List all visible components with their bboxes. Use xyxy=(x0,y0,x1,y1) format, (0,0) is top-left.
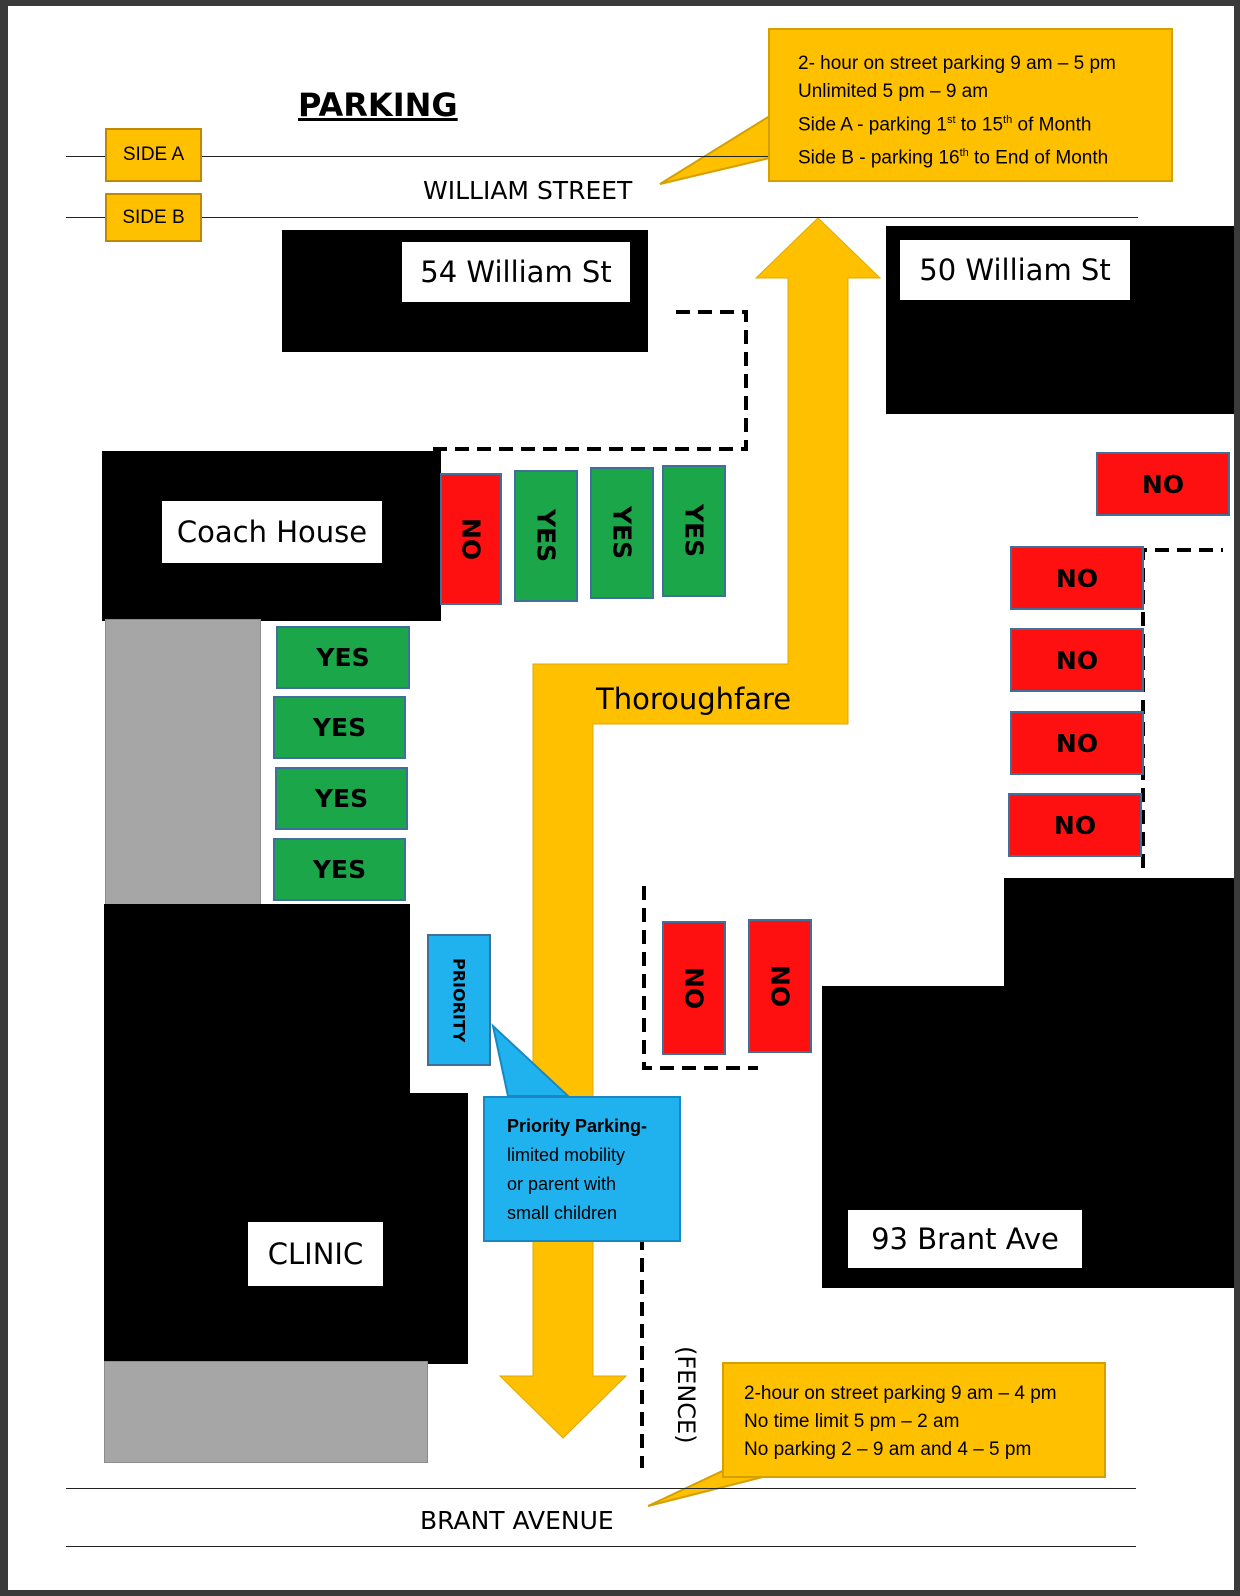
priority-note-line: small children xyxy=(507,1203,618,1223)
building-54-label: 54 William St xyxy=(402,242,630,302)
brant-note-line-3: No parking 2 – 9 am and 4 – 5 pm xyxy=(744,1439,1032,1460)
brant-note-line-1: 2-hour on street parking 9 am – 4 pm xyxy=(744,1383,1057,1404)
priority-note-line: limited mobility xyxy=(507,1145,626,1165)
parking-spot-no: NO xyxy=(748,919,812,1053)
priority-note-line: or parent with xyxy=(507,1174,617,1194)
william-street-line-top xyxy=(66,156,786,157)
building-50-label: 50 William St xyxy=(900,240,1130,300)
building-93-label: 93 Brant Ave xyxy=(848,1210,1082,1268)
william-note-line-4: Side B - parking 16th to End of Month xyxy=(798,147,1109,169)
brant-avenue-line-bottom xyxy=(66,1546,1136,1547)
priority-parking-note: Priority Parking- limited mobility or pa… xyxy=(483,1096,681,1242)
clinic-building-annex xyxy=(388,1093,468,1364)
william-note-line-3: Side A - parking 1st to 15th of Month xyxy=(798,114,1092,136)
parking-spot-no: NO xyxy=(1008,793,1142,857)
parking-spot-yes: YES xyxy=(273,696,406,759)
building-54-william: 54 William St xyxy=(282,230,648,352)
thoroughfare-arrow xyxy=(498,217,882,1439)
brant-avenue-label: BRANT AVENUE xyxy=(420,1506,614,1535)
william-street-line-bottom xyxy=(66,217,1138,218)
parking-spot-yes: YES xyxy=(662,465,726,597)
william-callout-pointer xyxy=(659,112,780,185)
grey-area-west xyxy=(105,619,261,907)
building-93-brant: 93 Brant Ave xyxy=(822,986,1234,1288)
thoroughfare-label: Thoroughfare xyxy=(596,682,792,716)
parking-spot-yes: YES xyxy=(275,767,408,830)
brant-avenue-parking-note: 2-hour on street parking 9 am – 4 pm No … xyxy=(722,1362,1106,1478)
side-a-tag: SIDE A xyxy=(105,128,202,182)
coach-house: Coach House xyxy=(102,451,441,621)
parking-spot-no: NO xyxy=(440,473,502,605)
coach-house-label: Coach House xyxy=(162,501,382,563)
parking-spot-no: NO xyxy=(1096,452,1230,516)
clinic-building xyxy=(104,904,410,1364)
grey-area-south xyxy=(104,1361,428,1463)
priority-note-heading: Priority Parking- xyxy=(507,1116,648,1136)
fence-label: (FENCE) xyxy=(672,1346,700,1444)
parking-spot-yes: YES xyxy=(590,467,654,599)
parking-spot-yes: YES xyxy=(276,626,410,689)
parking-spot-yes: YES xyxy=(514,470,578,602)
clinic-label: CLINIC xyxy=(248,1222,383,1286)
parking-map: PARKING SIDE A SIDE B WILLIAM STREET 2- … xyxy=(8,6,1234,1590)
building-50-william: 50 William St xyxy=(886,226,1234,414)
parking-spot-no: NO xyxy=(1010,546,1144,610)
parking-spot-priority: PRIORITY xyxy=(427,934,491,1066)
building-93-brant-upper xyxy=(1004,878,1234,988)
page-title: PARKING xyxy=(298,86,458,124)
brant-note-line-2: No time limit 5 pm – 2 am xyxy=(744,1411,960,1432)
parking-spot-no: NO xyxy=(662,921,726,1055)
william-note-line-1: 2- hour on street parking 9 am – 5 pm xyxy=(798,53,1116,74)
parking-spot-no: NO xyxy=(1010,628,1144,692)
side-b-tag: SIDE B xyxy=(105,193,202,242)
william-street-label: WILLIAM STREET xyxy=(423,176,633,205)
parking-spot-yes: YES xyxy=(273,838,406,901)
brant-avenue-line-top xyxy=(66,1488,1136,1489)
william-street-parking-note: 2- hour on street parking 9 am – 5 pm Un… xyxy=(768,28,1173,182)
william-note-line-2: Unlimited 5 pm – 9 am xyxy=(798,81,989,102)
parking-spot-no: NO xyxy=(1010,711,1144,775)
